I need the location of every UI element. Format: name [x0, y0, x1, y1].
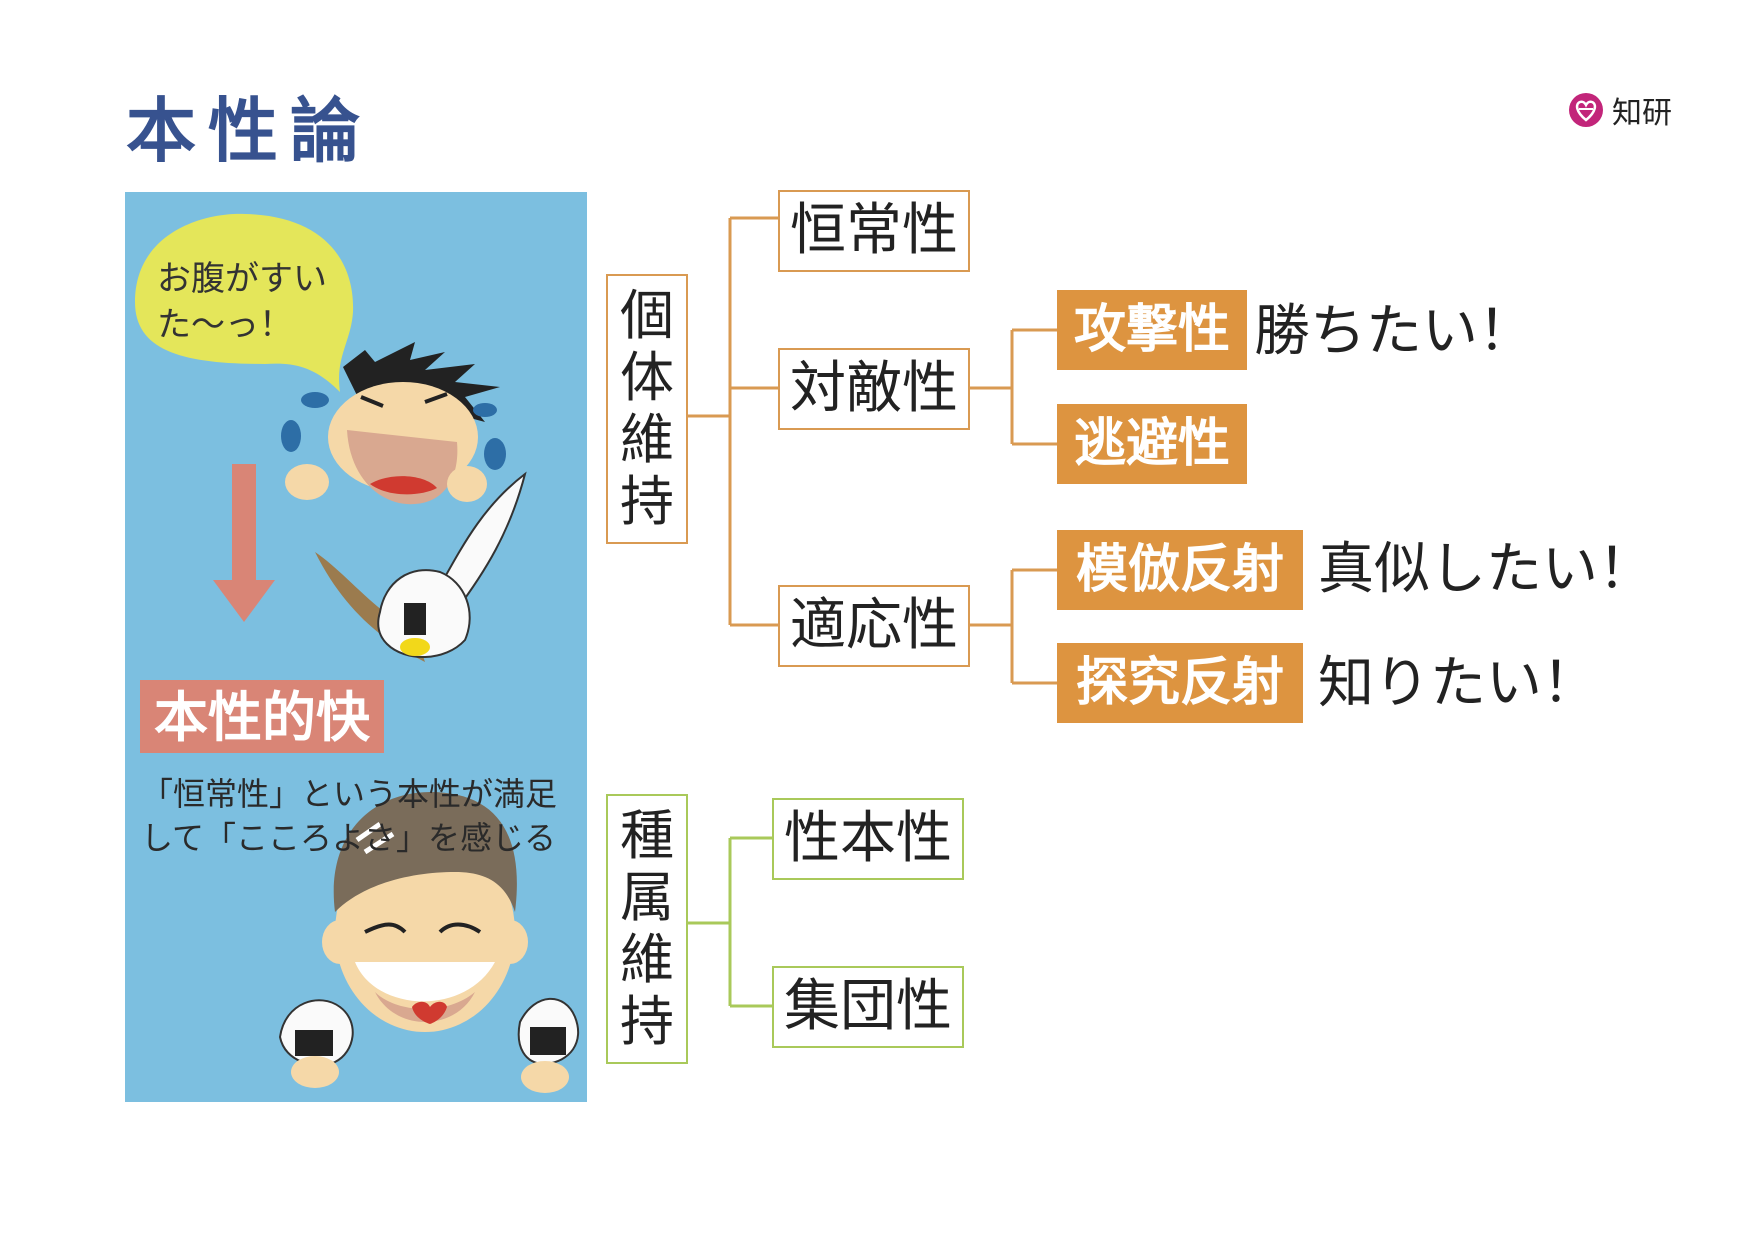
char: 属	[620, 866, 674, 929]
node-sexuality: 性本性	[772, 798, 964, 880]
caption-text: 「恒常性」という本性が満足して「こころよさ」を感じる	[141, 775, 558, 857]
char: 持	[620, 470, 674, 533]
illustration-panel: お腹がすいた〜っ！ 本性的快 「恒常性」という本性が満足して「こころよさ」を感じ…	[125, 192, 587, 1102]
page-title: 本性論	[126, 90, 372, 172]
desire-imitate-text: 真似したい！	[1318, 537, 1654, 602]
node-species-maintenance: 種 属 維 持	[606, 794, 688, 1064]
char: 種	[620, 804, 674, 867]
crying-face	[281, 342, 506, 505]
char: 維	[620, 928, 674, 991]
desire-know-text: 知りたい！	[1318, 651, 1598, 716]
arrow-shaft	[232, 464, 256, 584]
trait-aggression: 攻撃性	[1057, 290, 1247, 370]
node-homeostasis: 恒常性	[778, 190, 970, 272]
arrow-head	[213, 580, 275, 622]
pleasure-label: 本性的快	[140, 680, 384, 754]
char: 維	[620, 408, 674, 471]
illustration-art	[135, 213, 580, 1093]
logo: 知研	[1568, 88, 1672, 132]
char: 体	[620, 346, 674, 409]
logo-text: 知研	[1612, 96, 1672, 131]
trait-escape: 逃避性	[1057, 404, 1247, 484]
heart-logo-icon	[1569, 93, 1603, 127]
char: 持	[620, 990, 674, 1053]
speech-bubble	[135, 213, 354, 392]
node-hostility: 対敵性	[778, 348, 970, 430]
desire-win-text: 勝ちたい！	[1254, 299, 1534, 364]
speech-text: お腹がすいた〜っ！	[157, 259, 327, 345]
trait-exploration-reflex: 探究反射	[1057, 643, 1303, 723]
char: 個	[620, 284, 674, 347]
dropped-riceball	[315, 471, 527, 662]
node-individual-maintenance: 個 体 維 持	[606, 274, 688, 544]
node-collectivity: 集団性	[772, 966, 964, 1048]
node-adaptation: 適応性	[778, 585, 970, 667]
happy-face	[278, 792, 580, 1093]
trait-imitation-reflex: 模倣反射	[1057, 530, 1303, 610]
